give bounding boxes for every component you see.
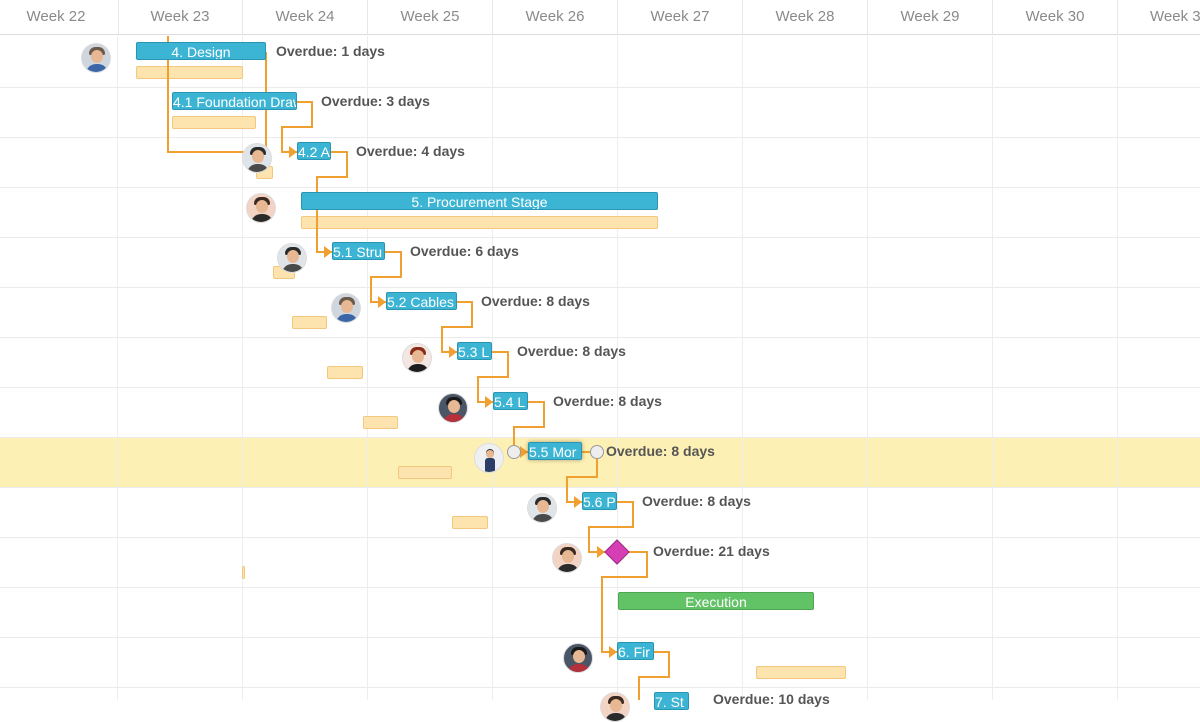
row-divider	[0, 337, 1200, 338]
row-divider	[0, 687, 1200, 688]
assignee-avatar[interactable]	[527, 493, 557, 523]
assignee-avatar[interactable]	[552, 543, 582, 573]
week-header: Week 27	[618, 0, 743, 34]
week-divider	[117, 36, 118, 700]
overdue-label: Overdue: 8 days	[481, 293, 590, 309]
week-header: Week 28	[743, 0, 868, 34]
timeline-header: Week 22 Week 23 Week 24 Week 25 Week 26 …	[0, 0, 1200, 35]
task-bar[interactable]: 5.5 Mor	[528, 442, 582, 460]
week-divider	[742, 36, 743, 700]
overdue-label: Overdue: 10 days	[713, 691, 830, 707]
baseline-bar	[756, 666, 846, 679]
baseline-bar	[292, 316, 327, 329]
assignee-avatar[interactable]	[563, 643, 593, 673]
task-bar[interactable]: 5.6 P	[582, 492, 617, 510]
overdue-label: Overdue: 21 days	[653, 543, 770, 559]
baseline-bar	[172, 116, 256, 129]
overdue-label: Overdue: 8 days	[606, 443, 715, 459]
assignee-avatar[interactable]	[81, 43, 111, 73]
assignee-avatar[interactable]	[438, 393, 468, 423]
baseline-bar	[398, 466, 452, 479]
summary-task-bar[interactable]: 5. Procurement Stage	[301, 192, 658, 210]
overdue-label: Overdue: 6 days	[410, 243, 519, 259]
week-divider	[492, 36, 493, 700]
assignee-avatar[interactable]	[277, 243, 307, 273]
week-header: Week 23	[118, 0, 243, 34]
baseline-bar	[136, 66, 243, 79]
row-divider	[0, 287, 1200, 288]
task-bar[interactable]: 5.4 L	[493, 392, 528, 410]
overdue-label: Overdue: 1 days	[276, 43, 385, 59]
week-divider	[367, 36, 368, 700]
baseline-bar	[301, 216, 658, 229]
row-divider	[0, 587, 1200, 588]
assignee-avatar[interactable]	[474, 443, 504, 473]
row-divider	[0, 537, 1200, 538]
task-bar[interactable]: 4.2 A	[297, 142, 331, 160]
row-divider	[0, 187, 1200, 188]
week-divider	[242, 36, 243, 700]
week-header: Week 24	[243, 0, 368, 34]
overdue-label: Overdue: 3 days	[321, 93, 430, 109]
summary-task-bar[interactable]: Execution	[618, 592, 814, 610]
week-divider	[617, 36, 618, 700]
week-divider	[992, 36, 993, 700]
week-header: Week 26	[493, 0, 618, 34]
task-bar[interactable]: 4. Design	[136, 42, 266, 60]
row-divider	[0, 637, 1200, 638]
week-header: Week 29	[868, 0, 993, 34]
row-divider	[0, 387, 1200, 388]
task-bar[interactable]: 5.3 L	[457, 342, 492, 360]
overdue-label: Overdue: 8 days	[642, 493, 751, 509]
assignee-avatar[interactable]	[600, 692, 630, 722]
week-header: Week 22	[0, 0, 119, 34]
overdue-label: Overdue: 8 days	[553, 393, 662, 409]
row-divider	[0, 137, 1200, 138]
baseline-bar	[327, 366, 363, 379]
week-header: Week 30	[993, 0, 1118, 34]
baseline-bar	[452, 516, 488, 529]
link-handle-start[interactable]	[507, 445, 521, 459]
task-bar[interactable]: 5.1 Stru	[332, 242, 385, 260]
overdue-label: Overdue: 8 days	[517, 343, 626, 359]
week-divider	[1117, 36, 1118, 700]
selected-row-highlight	[0, 437, 1200, 487]
week-header: Week 25	[368, 0, 493, 34]
row-divider	[0, 237, 1200, 238]
row-divider	[0, 437, 1200, 438]
row-divider	[0, 87, 1200, 88]
assignee-avatar[interactable]	[242, 143, 272, 173]
task-bar[interactable]: 5.2 Cables	[386, 292, 457, 310]
task-bar[interactable]: 4.1 Foundation Drawings	[172, 92, 297, 110]
gantt-grid	[0, 36, 1200, 700]
week-header: Week 3	[1150, 8, 1200, 25]
assignee-avatar[interactable]	[402, 343, 432, 373]
baseline-bar	[363, 416, 398, 429]
baseline-bar	[242, 566, 245, 579]
task-bar[interactable]: 6. Fir	[617, 642, 654, 660]
overdue-label: Overdue: 4 days	[356, 143, 465, 159]
assignee-avatar[interactable]	[246, 193, 276, 223]
assignee-avatar[interactable]	[331, 293, 361, 323]
task-bar[interactable]: 7. St	[654, 692, 689, 710]
week-divider	[867, 36, 868, 700]
link-handle-end[interactable]	[590, 445, 604, 459]
row-divider	[0, 487, 1200, 488]
